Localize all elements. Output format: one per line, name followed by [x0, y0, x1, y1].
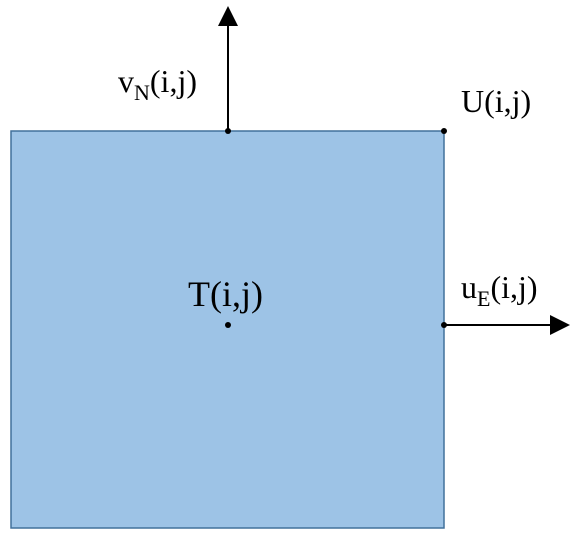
T-center-label: T(i,j) — [188, 274, 263, 314]
grid-cell — [10, 130, 445, 529]
u-east-arrowhead — [550, 315, 570, 335]
v-north-arrowhead — [218, 6, 238, 26]
u-east-point — [441, 322, 447, 328]
u-east-label: uE(i,j) — [461, 269, 538, 311]
v-north-point — [225, 128, 231, 134]
v-north-label: vN(i,j) — [118, 63, 197, 105]
U-corner-point — [441, 128, 447, 134]
T-center-point — [225, 322, 231, 328]
U-corner-label: U(i,j) — [461, 83, 531, 119]
